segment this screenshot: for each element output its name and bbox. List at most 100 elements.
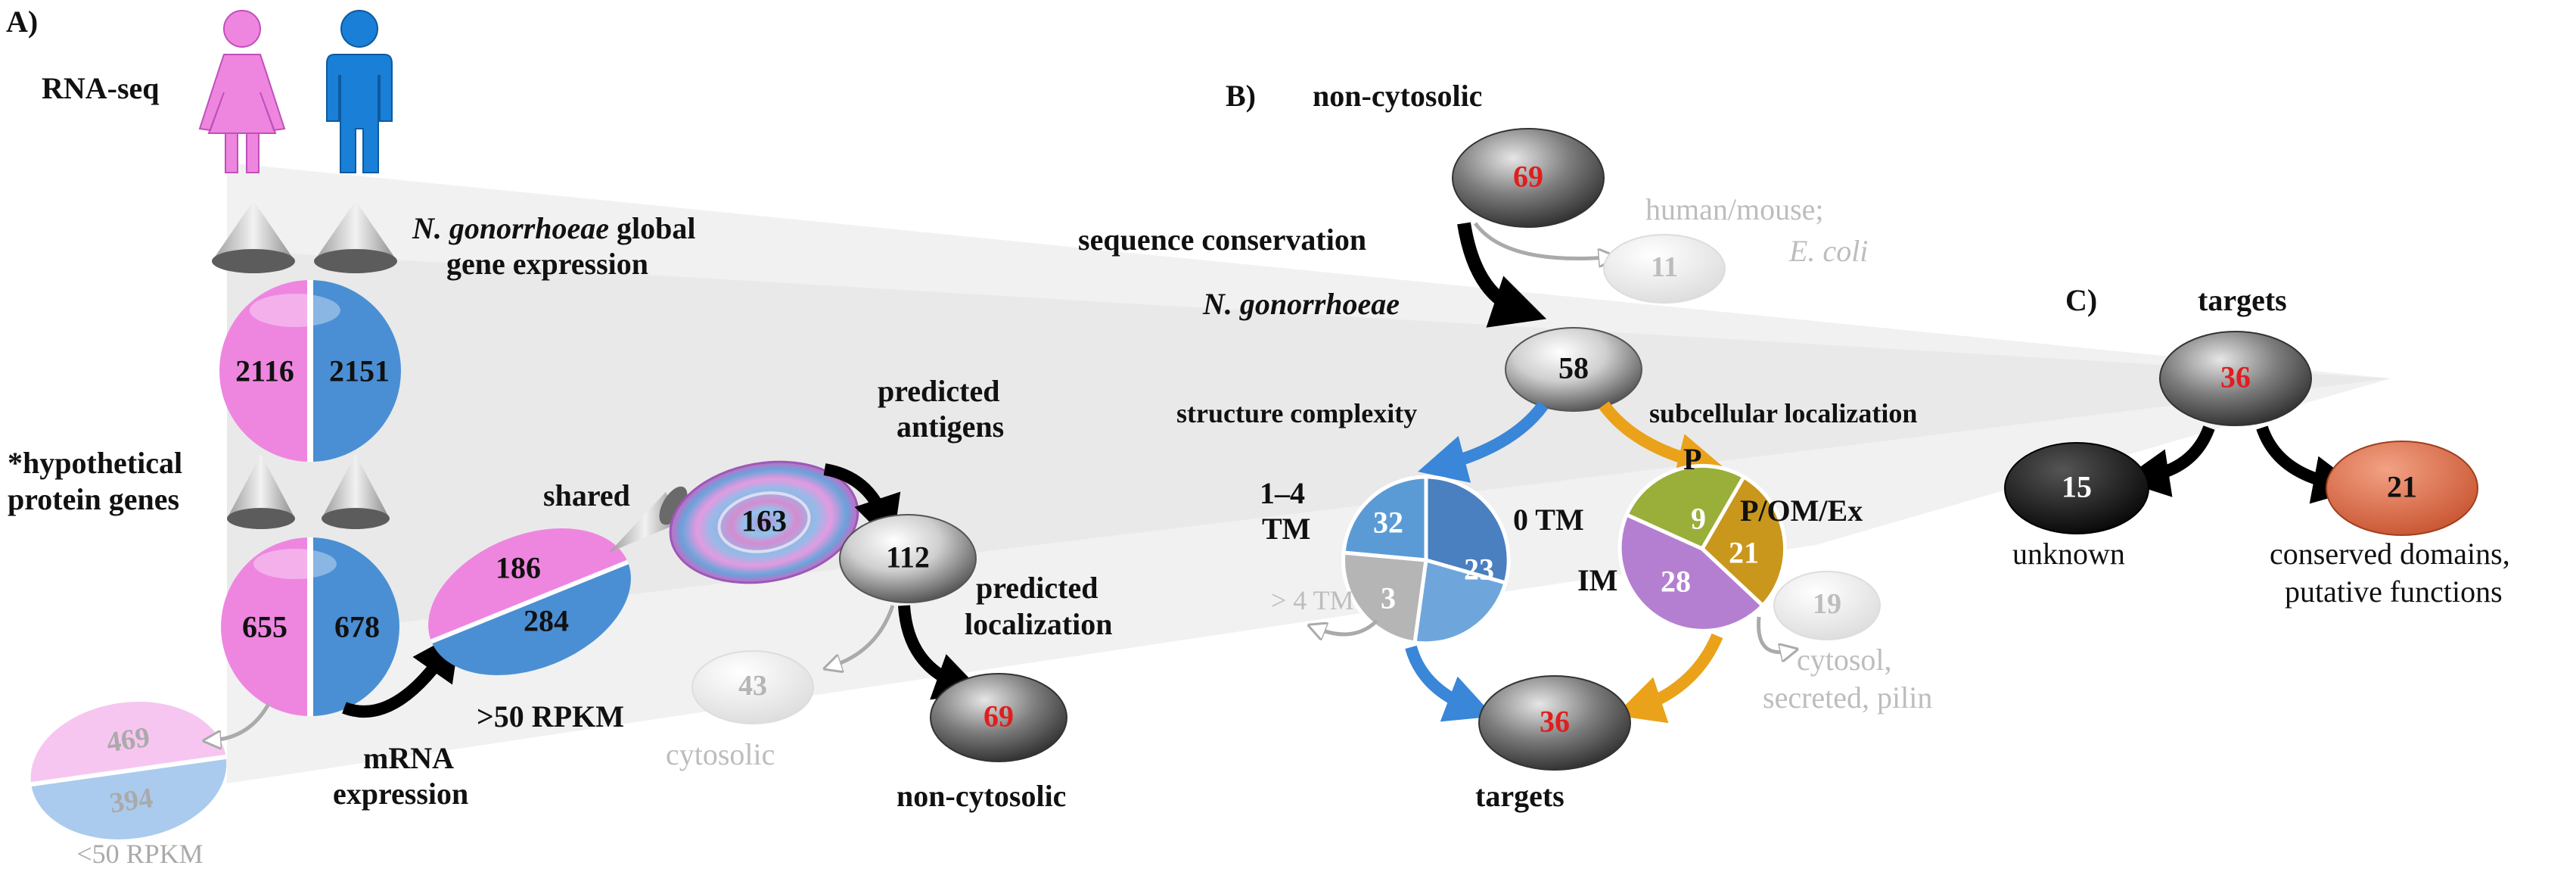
global-male-count: 2151 — [329, 354, 390, 388]
shared-cone — [609, 486, 688, 553]
panel-b-label: B) — [1226, 79, 1256, 113]
unknown-label: unknown — [2012, 537, 2125, 571]
tm14-label-line1: 1–4 — [1260, 476, 1305, 510]
loc-excluded-label-line1: cytosol, — [1797, 643, 1892, 677]
localization-label-line2: localization — [965, 607, 1113, 641]
b-top-ellipse — [1452, 128, 1605, 228]
p-label: P — [1683, 442, 1701, 476]
human-mouse-label-line1: human/mouse; — [1645, 192, 1824, 226]
arrow-to-unknown — [2121, 425, 2215, 497]
arrow-to-cytosolic — [832, 605, 895, 666]
high-male-count: 284 — [524, 604, 569, 638]
male-person-icon — [326, 10, 393, 173]
arrow-to-subcellular — [1599, 401, 1726, 481]
c-top-ellipse — [2159, 331, 2312, 426]
hypo-male-count: 678 — [334, 610, 380, 644]
high-rpkm-ellipse — [428, 528, 631, 675]
low-male-count: 394 — [107, 782, 154, 820]
noncytosolic-count: 69 — [983, 699, 1014, 733]
hypothetical-genes-circle: 655 678 — [221, 537, 399, 716]
arrow-to-human-mouse — [1473, 222, 1608, 259]
loc-value-pomex: 21 — [1729, 536, 1759, 570]
global-word: global — [609, 211, 695, 245]
low-female-count: 469 — [104, 721, 151, 759]
arrow-to-high-rpkm — [342, 631, 461, 718]
arrow-tm-to-targets — [1405, 645, 1494, 722]
hypothetical-label-line1: *hypothetical — [8, 446, 182, 480]
panel-a-label: A) — [6, 5, 38, 39]
cytosolic-ellipse — [691, 650, 814, 724]
loc-excluded-ellipse — [1773, 571, 1881, 640]
conserved-label-line2: putative functions — [2285, 575, 2503, 609]
tm-pie: 32 23 3 — [1341, 475, 1511, 646]
ng-italic: N. gonorrhoeae — [412, 211, 609, 245]
human-mouse-ellipse — [1603, 234, 1726, 304]
cone-female-top — [212, 201, 295, 273]
arrow-to-structure — [1418, 401, 1549, 483]
antigens-label-line2: antigens — [896, 410, 1004, 444]
panel-b-title: non-cytosolic — [1313, 79, 1482, 113]
pomex-label: P/OM/Ex — [1740, 494, 1863, 528]
tm-gt4-label: > 4 TM — [1271, 585, 1354, 615]
localization-label-line1: predicted — [976, 571, 1098, 605]
global-expression-label-line1: N. gonorrhoeae global — [412, 211, 696, 245]
high-female-count: 186 — [496, 551, 541, 585]
mrna-label-line1: mRNA — [363, 741, 454, 775]
tm0-label: 0 TM — [1513, 503, 1584, 537]
cytosolic-count: 43 — [738, 670, 767, 702]
cone-female-middle — [227, 454, 295, 529]
arrow-to-antigens — [823, 463, 901, 546]
female-person-icon — [198, 10, 286, 173]
cone-male-top — [314, 201, 397, 273]
human-mouse-count: 11 — [1651, 251, 1678, 283]
global-female-count: 2116 — [235, 354, 294, 388]
ng-ellipse — [1505, 327, 1642, 412]
b-targets-label: targets — [1475, 779, 1565, 813]
structure-complexity-label: structure complexity — [1176, 398, 1417, 428]
hypo-female-count: 655 — [242, 610, 287, 644]
noncytosolic-label: non-cytosolic — [896, 779, 1066, 813]
c-top-count: 36 — [2220, 360, 2251, 394]
noncytosolic-ellipse — [930, 673, 1067, 762]
shared-ellipse — [669, 460, 859, 584]
ng-label: N. gonorrhoeae — [1202, 287, 1400, 321]
b-targets-count: 36 — [1540, 705, 1570, 739]
low-rpkm-ellipse: 469 394 — [30, 702, 227, 839]
shared-count: 163 — [741, 504, 787, 538]
b-top-count: 69 — [1513, 160, 1543, 194]
arrow-to-noncytosolic — [898, 605, 984, 700]
loc-excluded-count: 19 — [1813, 588, 1841, 620]
sequence-conservation-label: sequence conservation — [1078, 223, 1366, 257]
im-label: IM — [1577, 563, 1617, 597]
unknown-ellipse — [2004, 442, 2149, 534]
arrow-to-ng — [1457, 222, 1547, 328]
conserved-count: 21 — [2387, 470, 2417, 504]
cone-male-middle — [322, 454, 390, 529]
tm-value-0: 23 — [1464, 553, 1494, 587]
global-expression-circle: 2116 2151 — [219, 280, 401, 462]
antigens-label-line1: predicted — [878, 374, 999, 408]
arrow-tm-excluded — [1316, 619, 1378, 634]
arrow-loc-to-targets — [1614, 633, 1723, 724]
tm14-label-line2: TM — [1262, 512, 1310, 546]
antigens-ellipse — [839, 514, 977, 603]
loc-excluded-label-line2: secreted, pilin — [1763, 680, 1932, 715]
arrow-to-conserved — [2256, 425, 2362, 504]
loc-value-p: 9 — [1691, 502, 1706, 536]
conserved-ellipse — [2326, 441, 2478, 536]
localization-pie: 9 21 28 — [1617, 463, 1787, 633]
low-rpkm-label: <50 RPKM — [76, 839, 203, 869]
shared-label: shared — [543, 478, 630, 512]
loc-value-im: 28 — [1661, 565, 1691, 599]
cytosolic-label: cytosolic — [666, 737, 775, 771]
hypothetical-label-line2: protein genes — [8, 482, 179, 516]
mrna-label-line2: expression — [333, 777, 468, 811]
antigens-count: 112 — [886, 540, 930, 575]
b-targets-ellipse — [1478, 675, 1631, 771]
tm-value-1-4: 32 — [1373, 506, 1403, 540]
high-rpkm-label: >50 RPKM — [477, 699, 624, 733]
arrow-loc-excluded — [1757, 616, 1790, 652]
panel-c-label: C) — [2065, 283, 2097, 317]
panel-c-title: targets — [2198, 283, 2287, 317]
